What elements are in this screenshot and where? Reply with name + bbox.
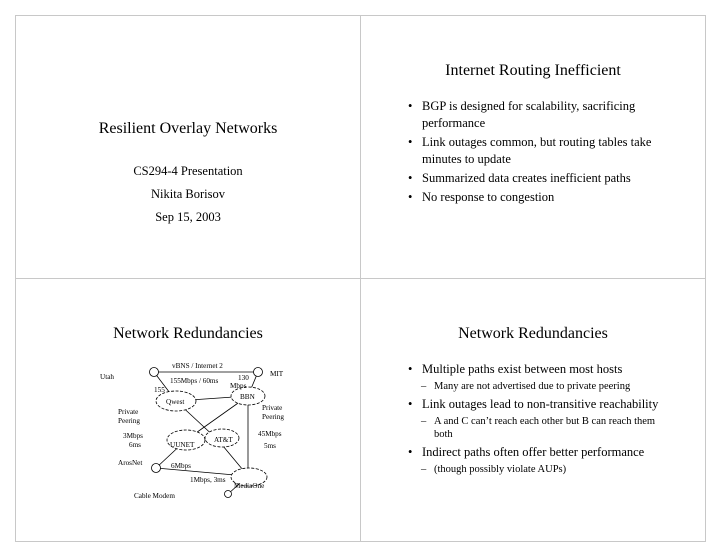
slide1-date: Sep 15, 2003 — [155, 210, 221, 224]
bullet-item: No response to congestion — [408, 189, 658, 206]
bullet-item: Multiple paths exist between most hosts — [408, 361, 666, 378]
label-uunet: UUNET — [170, 441, 195, 449]
network-diagram: vBNS / Internet 2 Utah MIT 130 155Mbps /… — [100, 362, 284, 500]
slide4-title: Network Redundancies — [458, 325, 608, 342]
bullet-item: Link outages common, but routing tables … — [408, 134, 658, 168]
bullet-item: BGP is designed for scalability, sacrifi… — [408, 98, 658, 132]
slide-internet-routing: Internet Routing Inefficient BGP is desi… — [360, 62, 706, 208]
label-155: 155 — [154, 386, 165, 394]
label-130: 130 — [238, 374, 249, 382]
label-155mbps: 155Mbps / 60ms — [170, 377, 219, 385]
slide1-author: Nikita Borisov — [151, 187, 225, 201]
slide-network-redundancies-diagram: Network Redundancies — [15, 325, 361, 343]
sub-bullet-item: (though possibly violate AUPs) — [408, 463, 666, 476]
label-3mbps: 3Mbps — [123, 432, 143, 440]
slide-title: Resilient Overlay Networks CS294-4 Prese… — [15, 120, 361, 229]
bullet-item: Indirect paths often offer better perfor… — [408, 444, 666, 461]
label-6mbps: 6Mbps — [171, 462, 191, 470]
slide-network-redundancies-text: Network Redundancies Multiple paths exis… — [360, 325, 706, 479]
sub-bullet-item: A and C can’t reach each other but B can… — [408, 415, 666, 441]
slide2-title: Internet Routing Inefficient — [445, 62, 621, 79]
label-mediaone: MediaOne — [234, 482, 264, 490]
label-cable-modem: Cable Modem — [134, 492, 175, 500]
label-att: AT&T — [214, 436, 233, 444]
label-bbn: BBN — [240, 393, 256, 401]
bullet-item: Summarized data creates inefficient path… — [408, 170, 658, 187]
label-mbps: Mbps — [230, 382, 247, 390]
label-1mbps: 1Mbps, 3ms — [190, 476, 226, 484]
label-6ms: 6ms — [129, 441, 141, 449]
label-peering1: Peering — [118, 417, 140, 425]
label-peering2: Peering — [262, 413, 284, 421]
label-45mbps: 45Mbps — [258, 430, 282, 438]
slide1-course: CS294-4 Presentation — [133, 164, 243, 178]
label-utah: Utah — [100, 373, 114, 381]
label-mit: MIT — [270, 370, 284, 378]
label-vbns: vBNS / Internet 2 — [172, 362, 223, 370]
label-arosnet: ArosNet — [118, 459, 142, 467]
label-private2: Private — [262, 404, 282, 412]
label-5ms: 5ms — [264, 442, 276, 450]
label-private1: Private — [118, 408, 138, 416]
slide1-title: Resilient Overlay Networks — [98, 120, 278, 137]
bullet-item: Link outages lead to non-transitive reac… — [408, 396, 666, 413]
slide-frame-bottom-right — [360, 278, 706, 542]
sub-bullet-item: Many are not advertised due to private p… — [408, 380, 666, 393]
label-qwest: Qwest — [166, 398, 184, 406]
slide3-title: Network Redundancies — [113, 325, 263, 342]
slide4-bullet-list: Multiple paths exist between most hosts … — [408, 361, 666, 476]
slide2-bullet-list: BGP is designed for scalability, sacrifi… — [408, 98, 658, 206]
